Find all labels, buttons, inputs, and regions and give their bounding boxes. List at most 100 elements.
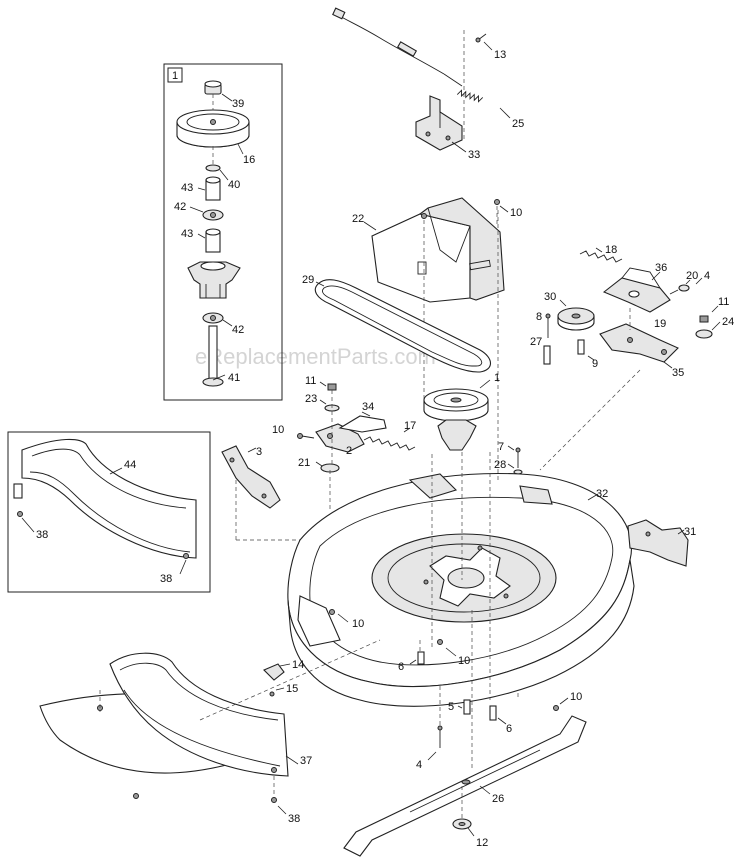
cable-bracket bbox=[415, 95, 467, 153]
callout-26: 26 bbox=[492, 793, 504, 805]
callout-29: 29 bbox=[302, 274, 314, 286]
mulch-plug bbox=[21, 438, 197, 559]
chute-latch bbox=[263, 663, 291, 697]
blade-nut bbox=[452, 818, 475, 837]
callout-21: 21 bbox=[298, 457, 310, 469]
screw-icon bbox=[271, 797, 277, 803]
callout-17: 17 bbox=[404, 420, 416, 432]
chute-inset-frame bbox=[7, 431, 211, 593]
callout-32: 32 bbox=[596, 488, 608, 500]
bottom-bolts bbox=[409, 640, 507, 761]
callout-9: 9 bbox=[592, 358, 598, 370]
callout-4: 4 bbox=[704, 270, 710, 282]
callout-38: 38 bbox=[160, 573, 172, 585]
inset-label: 1 bbox=[172, 70, 178, 82]
callout-2: 2 bbox=[346, 445, 352, 457]
callout-14: 14 bbox=[292, 659, 304, 671]
idler-bracket bbox=[602, 267, 671, 313]
callout-33: 33 bbox=[468, 149, 480, 161]
deck-bolts bbox=[507, 445, 523, 475]
watermark: eReplacementParts.com bbox=[195, 344, 436, 369]
callout-41: 41 bbox=[228, 372, 240, 384]
engagement-lever bbox=[315, 411, 387, 453]
callout-43: 43 bbox=[181, 228, 193, 240]
callout-31: 31 bbox=[684, 526, 696, 538]
callouts: 39 16 40 43 42 43 42 41 13 25 33 10 22 2… bbox=[36, 49, 734, 849]
callout-16: 16 bbox=[243, 154, 255, 166]
callout-6: 6 bbox=[506, 723, 512, 735]
callout-38: 38 bbox=[36, 529, 48, 541]
callout-42: 42 bbox=[174, 201, 186, 213]
callout-28: 28 bbox=[494, 459, 506, 471]
inset-frame bbox=[163, 63, 283, 401]
screw-icon bbox=[17, 511, 23, 517]
callout-38: 38 bbox=[288, 813, 300, 825]
spindle-inset: 1 bbox=[163, 63, 283, 401]
shoulder-bolt bbox=[669, 277, 703, 295]
callout-5: 5 bbox=[448, 701, 454, 713]
belt-cover bbox=[363, 197, 505, 303]
callout-39: 39 bbox=[232, 98, 244, 110]
callout-1: 1 bbox=[494, 372, 500, 384]
idler-pulley bbox=[557, 299, 595, 331]
control-cable bbox=[332, 7, 511, 119]
callout-37: 37 bbox=[300, 755, 312, 767]
cutting-blade bbox=[343, 715, 587, 857]
callout-10: 10 bbox=[510, 207, 522, 219]
tension-spring bbox=[363, 427, 416, 451]
callout-18: 18 bbox=[605, 244, 617, 256]
callout-43: 43 bbox=[181, 182, 193, 194]
callout-8: 8 bbox=[536, 311, 542, 323]
callout-35: 35 bbox=[672, 367, 684, 379]
deck-bracket bbox=[221, 445, 281, 509]
discharge-chute bbox=[39, 652, 299, 777]
blade-pulley bbox=[423, 379, 491, 451]
callout-11: 11 bbox=[305, 375, 316, 387]
callout-23: 23 bbox=[305, 393, 317, 405]
washer bbox=[205, 164, 221, 172]
screw-icon bbox=[494, 199, 500, 205]
spacer-lower bbox=[205, 228, 221, 253]
spindle-housing bbox=[187, 261, 241, 299]
callout-19: 19 bbox=[654, 318, 666, 330]
mulch-plug-inset bbox=[7, 431, 211, 593]
callout-7: 7 bbox=[498, 441, 504, 453]
pivot-bolt bbox=[545, 313, 551, 338]
screw-icon bbox=[553, 705, 559, 711]
callout-24: 24 bbox=[722, 316, 734, 328]
callout-15: 15 bbox=[286, 683, 298, 695]
drive-belt bbox=[314, 279, 492, 373]
spindle-nut bbox=[204, 80, 222, 95]
callout-36: 36 bbox=[655, 262, 667, 274]
bolt bbox=[475, 33, 493, 51]
rear-bracket bbox=[627, 519, 689, 567]
callout-20: 20 bbox=[686, 270, 698, 282]
callout-10: 10 bbox=[458, 655, 470, 667]
callout-42: 42 bbox=[232, 324, 244, 336]
spacer-bolt bbox=[543, 339, 595, 365]
callout-4: 4 bbox=[416, 759, 422, 771]
callout-30: 30 bbox=[544, 291, 556, 303]
callout-22: 22 bbox=[352, 213, 364, 225]
callout-25: 25 bbox=[512, 118, 524, 130]
idler-arm bbox=[599, 323, 679, 369]
callout-11: 11 bbox=[718, 296, 729, 308]
mower-deck bbox=[287, 473, 635, 707]
callout-12: 12 bbox=[476, 837, 488, 849]
spindle-shaft bbox=[202, 325, 224, 387]
bearing-upper bbox=[202, 209, 224, 221]
callout-10: 10 bbox=[272, 424, 284, 436]
screw-icon bbox=[133, 793, 139, 799]
callout-13: 13 bbox=[494, 49, 506, 61]
spacer-upper bbox=[205, 176, 221, 201]
nut-washer bbox=[695, 305, 721, 339]
screw-icon bbox=[183, 553, 189, 559]
callout-40: 40 bbox=[228, 179, 240, 191]
callout-3: 3 bbox=[256, 446, 262, 458]
callout-44: 44 bbox=[124, 459, 136, 471]
inset-label-box bbox=[167, 67, 183, 83]
callout-27: 27 bbox=[530, 336, 542, 348]
callout-6: 6 bbox=[398, 661, 404, 673]
